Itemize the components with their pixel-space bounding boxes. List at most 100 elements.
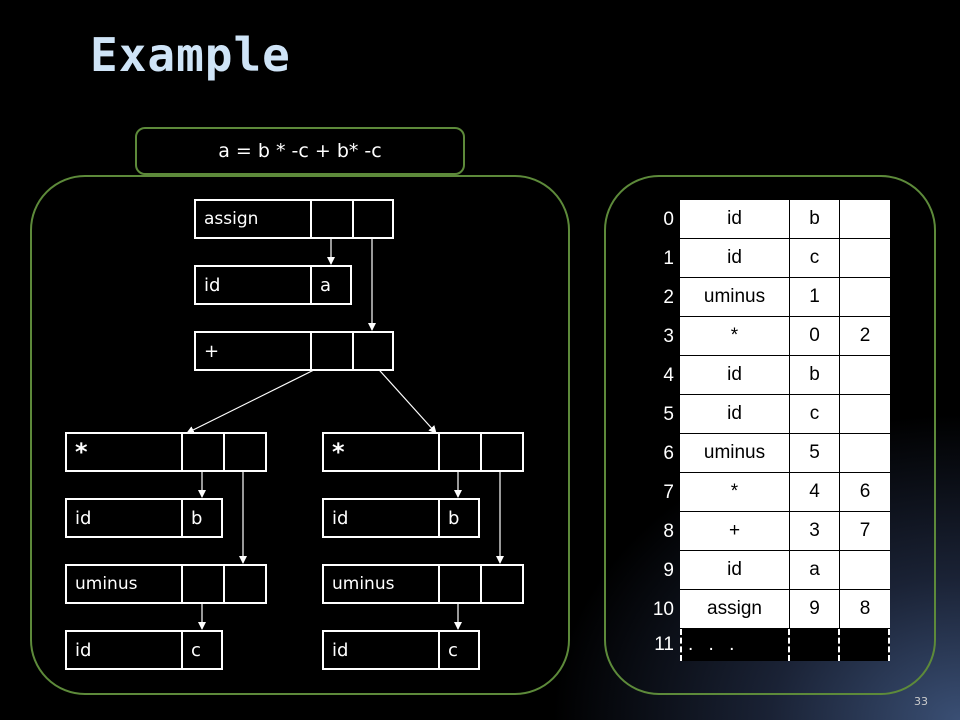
row-arg2: 8 — [840, 590, 890, 629]
edge-plus-to-star-right — [371, 361, 437, 434]
node-op: assign — [196, 201, 312, 237]
tree-node-id-b-right: id b — [322, 498, 480, 538]
node-field — [354, 333, 392, 369]
tree-node-assign: assign — [194, 199, 394, 239]
row-op: id — [680, 395, 790, 434]
node-op: * — [324, 434, 440, 470]
row-op: uminus — [680, 434, 790, 473]
row-arg2 — [840, 434, 890, 473]
expression-text: a = b * -c + b* -c — [218, 140, 382, 162]
slide-title: Example — [90, 28, 291, 82]
row-index: 3 — [663, 325, 674, 347]
tree-node-id-c-left: id c — [65, 630, 223, 670]
node-op: * — [67, 434, 183, 470]
row-arg1: 0 — [790, 317, 840, 356]
table-row: 1 id c — [608, 239, 890, 278]
row-arg1: c — [790, 239, 840, 278]
tree-node-id-a: id a — [194, 265, 352, 305]
row-index: 4 — [663, 364, 674, 386]
syntax-tree-panel — [30, 175, 570, 695]
tree-node-star-left: * — [65, 432, 267, 472]
tree-node-id-b-left: id b — [65, 498, 223, 538]
tree-node-uminus-left: uminus — [65, 564, 267, 604]
row-index: 1 — [663, 247, 674, 269]
table-row: 10 assign 9 8 — [608, 590, 890, 629]
tree-node-star-right: * — [322, 432, 524, 472]
row-arg2: 7 — [840, 512, 890, 551]
table-row: 3 * 0 2 — [608, 317, 890, 356]
node-field — [225, 566, 265, 602]
row-op: uminus — [680, 278, 790, 317]
row-arg2 — [840, 629, 890, 661]
row-op: id — [680, 356, 790, 395]
row-arg2 — [840, 278, 890, 317]
node-field: c — [191, 639, 201, 661]
node-field — [312, 333, 354, 369]
node-field — [183, 566, 225, 602]
row-op: . . . — [680, 629, 790, 661]
table-row: 7 * 4 6 — [608, 473, 890, 512]
node-field — [440, 566, 482, 602]
node-op: id — [67, 500, 183, 536]
node-field — [440, 434, 482, 470]
row-arg2: 2 — [840, 317, 890, 356]
row-index: 6 — [663, 442, 674, 464]
row-index: 7 — [663, 481, 674, 503]
node-field: b — [448, 507, 460, 529]
node-op: uminus — [67, 566, 183, 602]
row-op: assign — [680, 590, 790, 629]
table-row: 0 id b — [608, 200, 890, 239]
row-op: * — [680, 317, 790, 356]
row-index: 11 — [654, 634, 674, 655]
tree-node-uminus-right: uminus — [322, 564, 524, 604]
node-field — [225, 434, 265, 470]
row-arg1: 1 — [790, 278, 840, 317]
table-row: 4 id b — [608, 356, 890, 395]
row-arg1: 3 — [790, 512, 840, 551]
row-arg2: 6 — [840, 473, 890, 512]
row-arg1: b — [790, 200, 840, 239]
node-op: id — [324, 632, 440, 668]
row-arg1: 5 — [790, 434, 840, 473]
row-arg1: c — [790, 395, 840, 434]
table-row: 8 + 3 7 — [608, 512, 890, 551]
row-arg2 — [840, 395, 890, 434]
row-arg1: 4 — [790, 473, 840, 512]
tree-node-plus: + — [194, 331, 394, 371]
node-field: b — [191, 507, 203, 529]
row-index: 9 — [663, 559, 674, 581]
row-arg1: b — [790, 356, 840, 395]
table-row: 6 uminus 5 — [608, 434, 890, 473]
expression-box: a = b * -c + b* -c — [135, 127, 465, 175]
row-arg2 — [840, 356, 890, 395]
node-op: id — [67, 632, 183, 668]
node-op: + — [196, 333, 312, 369]
row-index: 5 — [663, 403, 674, 425]
node-op: uminus — [324, 566, 440, 602]
edge-plus-to-star-left — [186, 361, 331, 434]
row-index: 10 — [652, 598, 674, 620]
table-row: 11 . . . — [608, 629, 890, 661]
row-index: 2 — [663, 286, 674, 308]
table-row: 2 uminus 1 — [608, 278, 890, 317]
node-field — [482, 434, 522, 470]
table-row: 5 id c — [608, 395, 890, 434]
row-arg2 — [840, 551, 890, 590]
row-op: id — [680, 200, 790, 239]
row-op: id — [680, 239, 790, 278]
row-op: id — [680, 551, 790, 590]
node-field: c — [448, 639, 458, 661]
node-op: id — [324, 500, 440, 536]
row-arg1: 9 — [790, 590, 840, 629]
row-index: 0 — [663, 208, 674, 230]
row-arg2 — [840, 200, 890, 239]
row-op: + — [680, 512, 790, 551]
row-index: 8 — [663, 520, 674, 542]
quadruple-table-panel — [604, 175, 936, 695]
node-field — [354, 201, 392, 237]
row-arg1: a — [790, 551, 840, 590]
table-row: 9 id a — [608, 551, 890, 590]
page-number: 33 — [914, 695, 928, 708]
tree-node-id-c-right: id c — [322, 630, 480, 670]
